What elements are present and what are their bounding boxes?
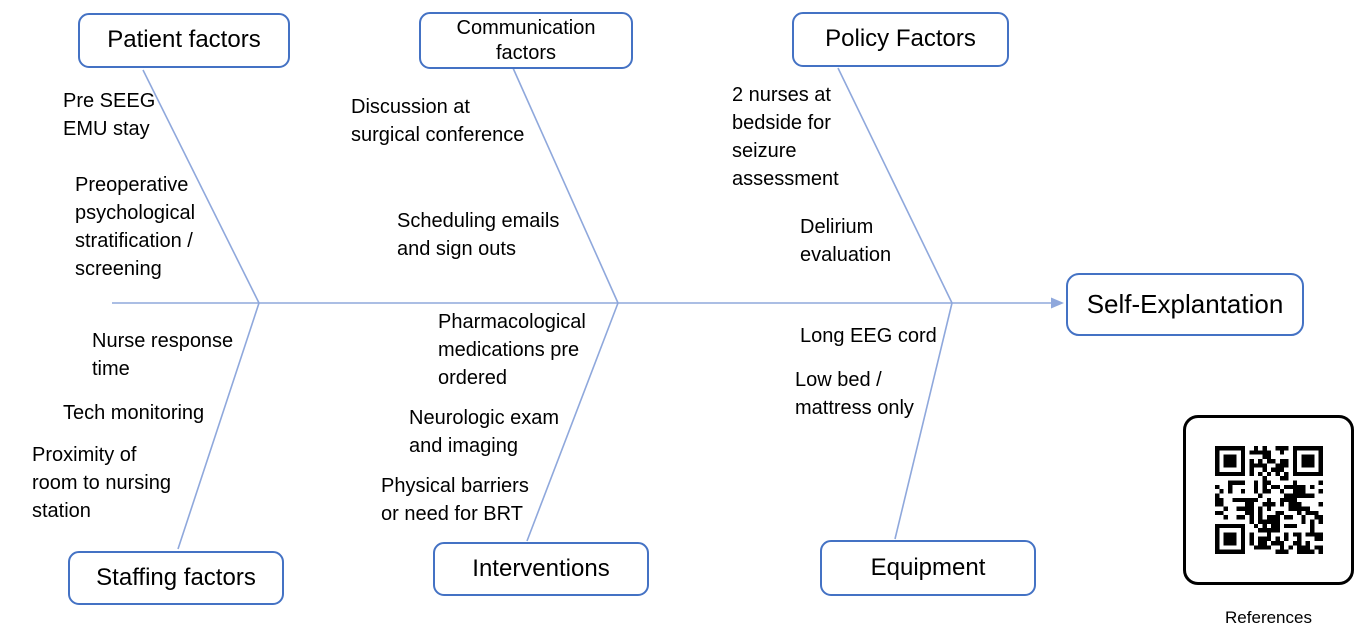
qr-caption: References [1225, 608, 1312, 627]
cause-interventions-1: Neurologic exam and imaging [409, 407, 560, 457]
category-label-patient: Patient factors [107, 26, 261, 54]
branch-staffing [177, 302, 260, 550]
cause-staffing-2: Proximity of room to nursing station [32, 444, 171, 522]
category-box-equipment: Equipment [820, 540, 1036, 596]
cause-communication-1: Scheduling emails and sign outs [397, 210, 560, 260]
effect-label: Self-Explantation [1086, 289, 1284, 320]
category-box-interventions: Interventions [433, 542, 649, 596]
category-label-staffing: Staffing factors [96, 563, 256, 591]
branch-communication [512, 67, 619, 304]
spine-arrowhead-icon [1051, 297, 1064, 309]
branch-policy [837, 67, 953, 304]
branch-patient [142, 69, 260, 304]
cause-policy-1: Delirium evaluation [800, 216, 892, 266]
cause-interventions-2: Physical barriers or need for BRT [381, 475, 529, 525]
cause-equipment-0: Long EEG cord [800, 325, 937, 347]
category-box-staffing-factors: Staffing factors [68, 551, 284, 605]
effect-box-self-explantation: Self-Explantation [1066, 273, 1304, 336]
cause-staffing-0: Nurse response time [92, 330, 234, 380]
cause-equipment-1: Low bed / mattress only [795, 369, 914, 419]
cause-patient-0: Pre SEEG EMU stay [63, 90, 156, 140]
cause-communication-0: Discussion at surgical conference [351, 96, 525, 146]
branch-interventions [526, 302, 619, 542]
cause-staffing-1: Tech monitoring [63, 402, 205, 424]
category-box-communication-factors: Communication factors [419, 12, 633, 69]
category-box-policy-factors: Policy Factors [792, 12, 1009, 67]
category-label-communication: Communication factors [456, 16, 596, 64]
category-box-patient-factors: Patient factors [78, 13, 290, 68]
category-label-interventions: Interventions [472, 554, 610, 582]
cause-patient-1: Preoperative psychological stratificatio… [75, 174, 196, 280]
cause-policy-0: 2 nurses at bedside for seizure assessme… [732, 84, 839, 190]
cause-interventions-0: Pharmacological medications pre ordered [438, 311, 586, 389]
category-label-policy: Policy Factors [825, 25, 976, 53]
qr-code-icon [1214, 446, 1323, 554]
qr-code-frame [1183, 415, 1354, 585]
branch-equipment [894, 302, 953, 540]
category-label-equipment: Equipment [870, 553, 986, 581]
